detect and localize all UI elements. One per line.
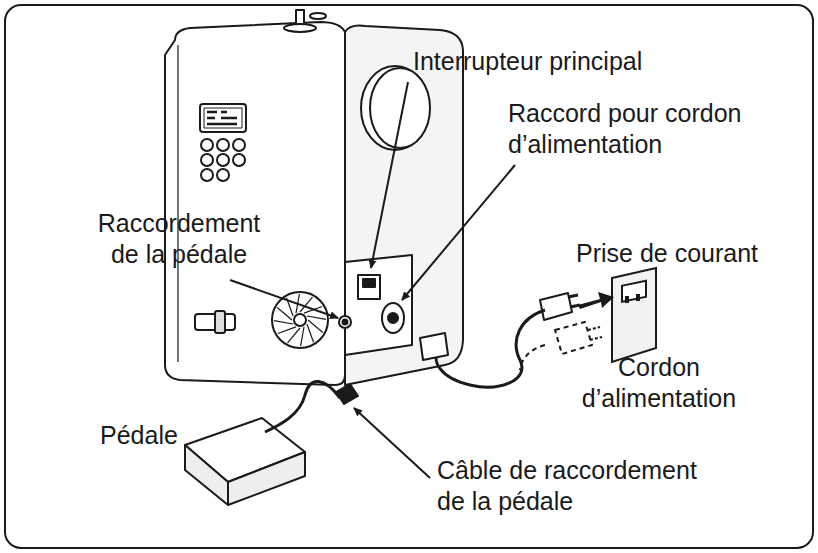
fan-grille-stroke [277,308,292,320]
fan-grille-stroke [274,321,293,324]
fan-grille-stroke [288,328,300,343]
part-label: Raccordement de la pédale [96,208,262,270]
part-label: Prise de courant [576,238,758,269]
part-label: Interrupteur principal [413,46,642,77]
fan-grille-stroke [308,320,323,332]
part-label: Cordon d’alimentation [580,352,738,414]
fan-grille-stroke [307,316,326,319]
part-label: Raccord pour cordon d’alimentation [508,98,747,160]
part-label: Câble de raccordement de la pédale [437,455,700,517]
part-label: Pédale [100,420,178,451]
fan-grille-stroke [301,327,304,346]
fan-grille-stroke [307,324,314,342]
fan-grille-stroke [278,327,296,334]
